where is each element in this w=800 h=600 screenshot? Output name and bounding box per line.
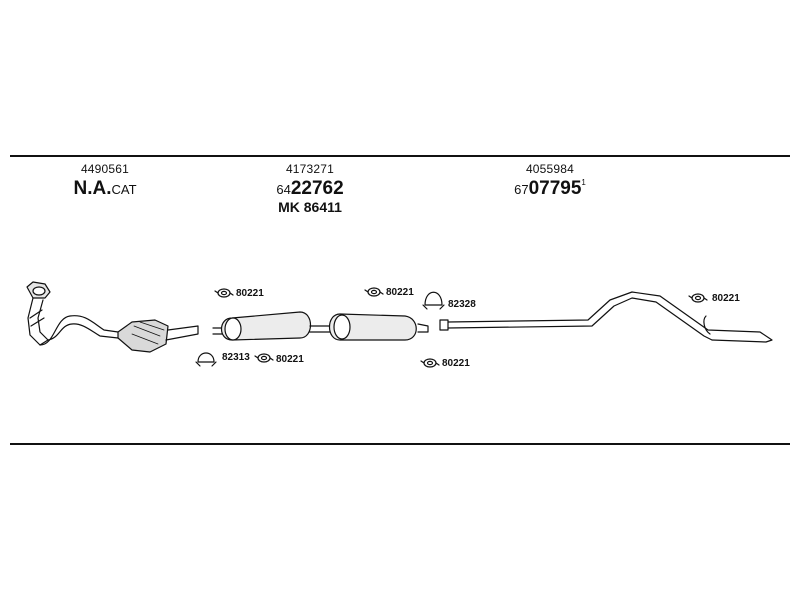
bottom-divider [10,443,790,445]
clamp-icon-b [254,353,274,363]
gasket-label-82313: 82313 [222,352,250,363]
catalyst-part-number: 4490561 [80,162,130,176]
top-divider [10,155,790,157]
gasket-label-82328: 82328 [448,299,476,310]
front-pipe [26,281,119,346]
gasket-82313-icon [195,352,217,367]
clamp-label-d: 80221 [442,358,470,369]
rear-pipe-prefix: 67 [514,182,529,197]
rear-pipe-code: 07795 [528,178,582,199]
middle-silencer-code: 22762 [290,178,344,199]
rear-pipe-suffix: 1 [581,178,586,187]
catalyst [117,319,199,353]
catalyst-suffix: CAT [111,182,137,197]
middle-silencer-prefix: 64 [276,182,291,197]
catalyst-code: N.A. [73,178,112,199]
rear-pipe-part-number: 4055984 [525,162,575,176]
middle-silencer-part-number: 4173271 [285,162,335,176]
rear-pipe-header: 4055984 67077951 [490,163,610,198]
clamp-icon-d [420,358,440,368]
middle-silencer-header: 4173271 6422762 MK 86411 [255,163,365,214]
clamp-label-c: 80221 [386,287,414,298]
gasket-82328-icon [422,291,445,310]
clamp-label-a: 80221 [236,288,264,299]
middle-silencer-1 [212,311,331,341]
clamp-label-e: 80221 [712,293,740,304]
catalyst-header: 4490561 N.A.CAT [60,163,150,198]
rear-pipe [439,291,773,343]
clamp-icon-c [364,287,384,297]
clamp-icon-a [214,288,234,298]
clamp-label-b: 80221 [276,354,304,365]
middle-silencer-2 [328,313,429,341]
clamp-icon-e [688,293,708,303]
middle-silencer-mk: MK 86411 [278,199,342,215]
